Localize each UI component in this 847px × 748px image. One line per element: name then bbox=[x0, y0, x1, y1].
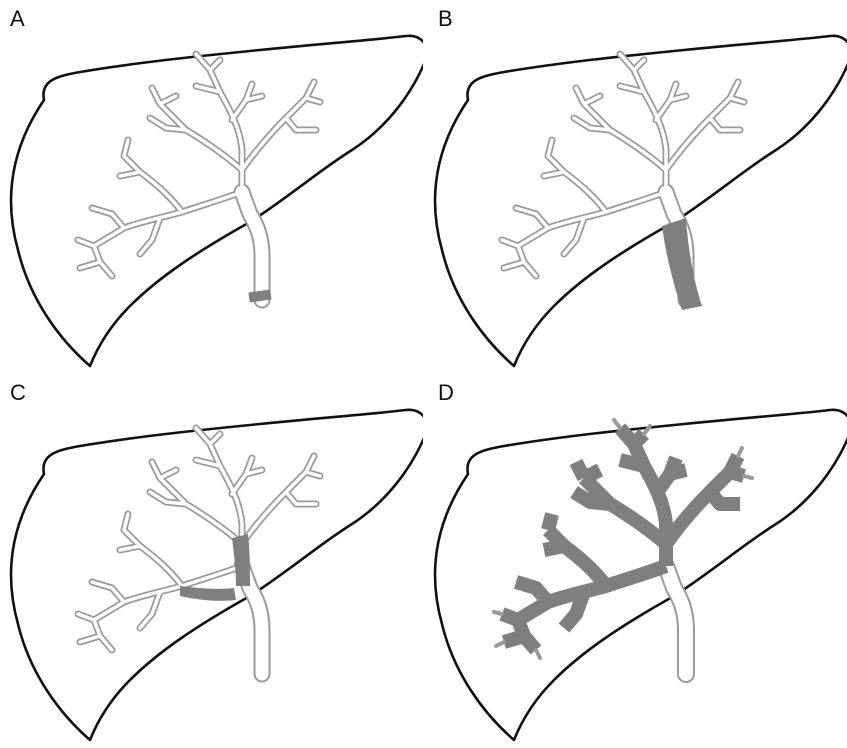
liver-diagram-a bbox=[0, 0, 423, 374]
liver-diagram-b bbox=[424, 0, 847, 374]
panel-a: A bbox=[0, 0, 423, 374]
liver-diagram-c bbox=[0, 374, 423, 748]
liver-diagram-d bbox=[424, 374, 847, 748]
panel-c: C bbox=[0, 374, 423, 748]
common-hepatic-duct-highlight bbox=[662, 218, 702, 310]
panel-d: D bbox=[424, 374, 847, 748]
panel-b: B bbox=[424, 0, 847, 374]
